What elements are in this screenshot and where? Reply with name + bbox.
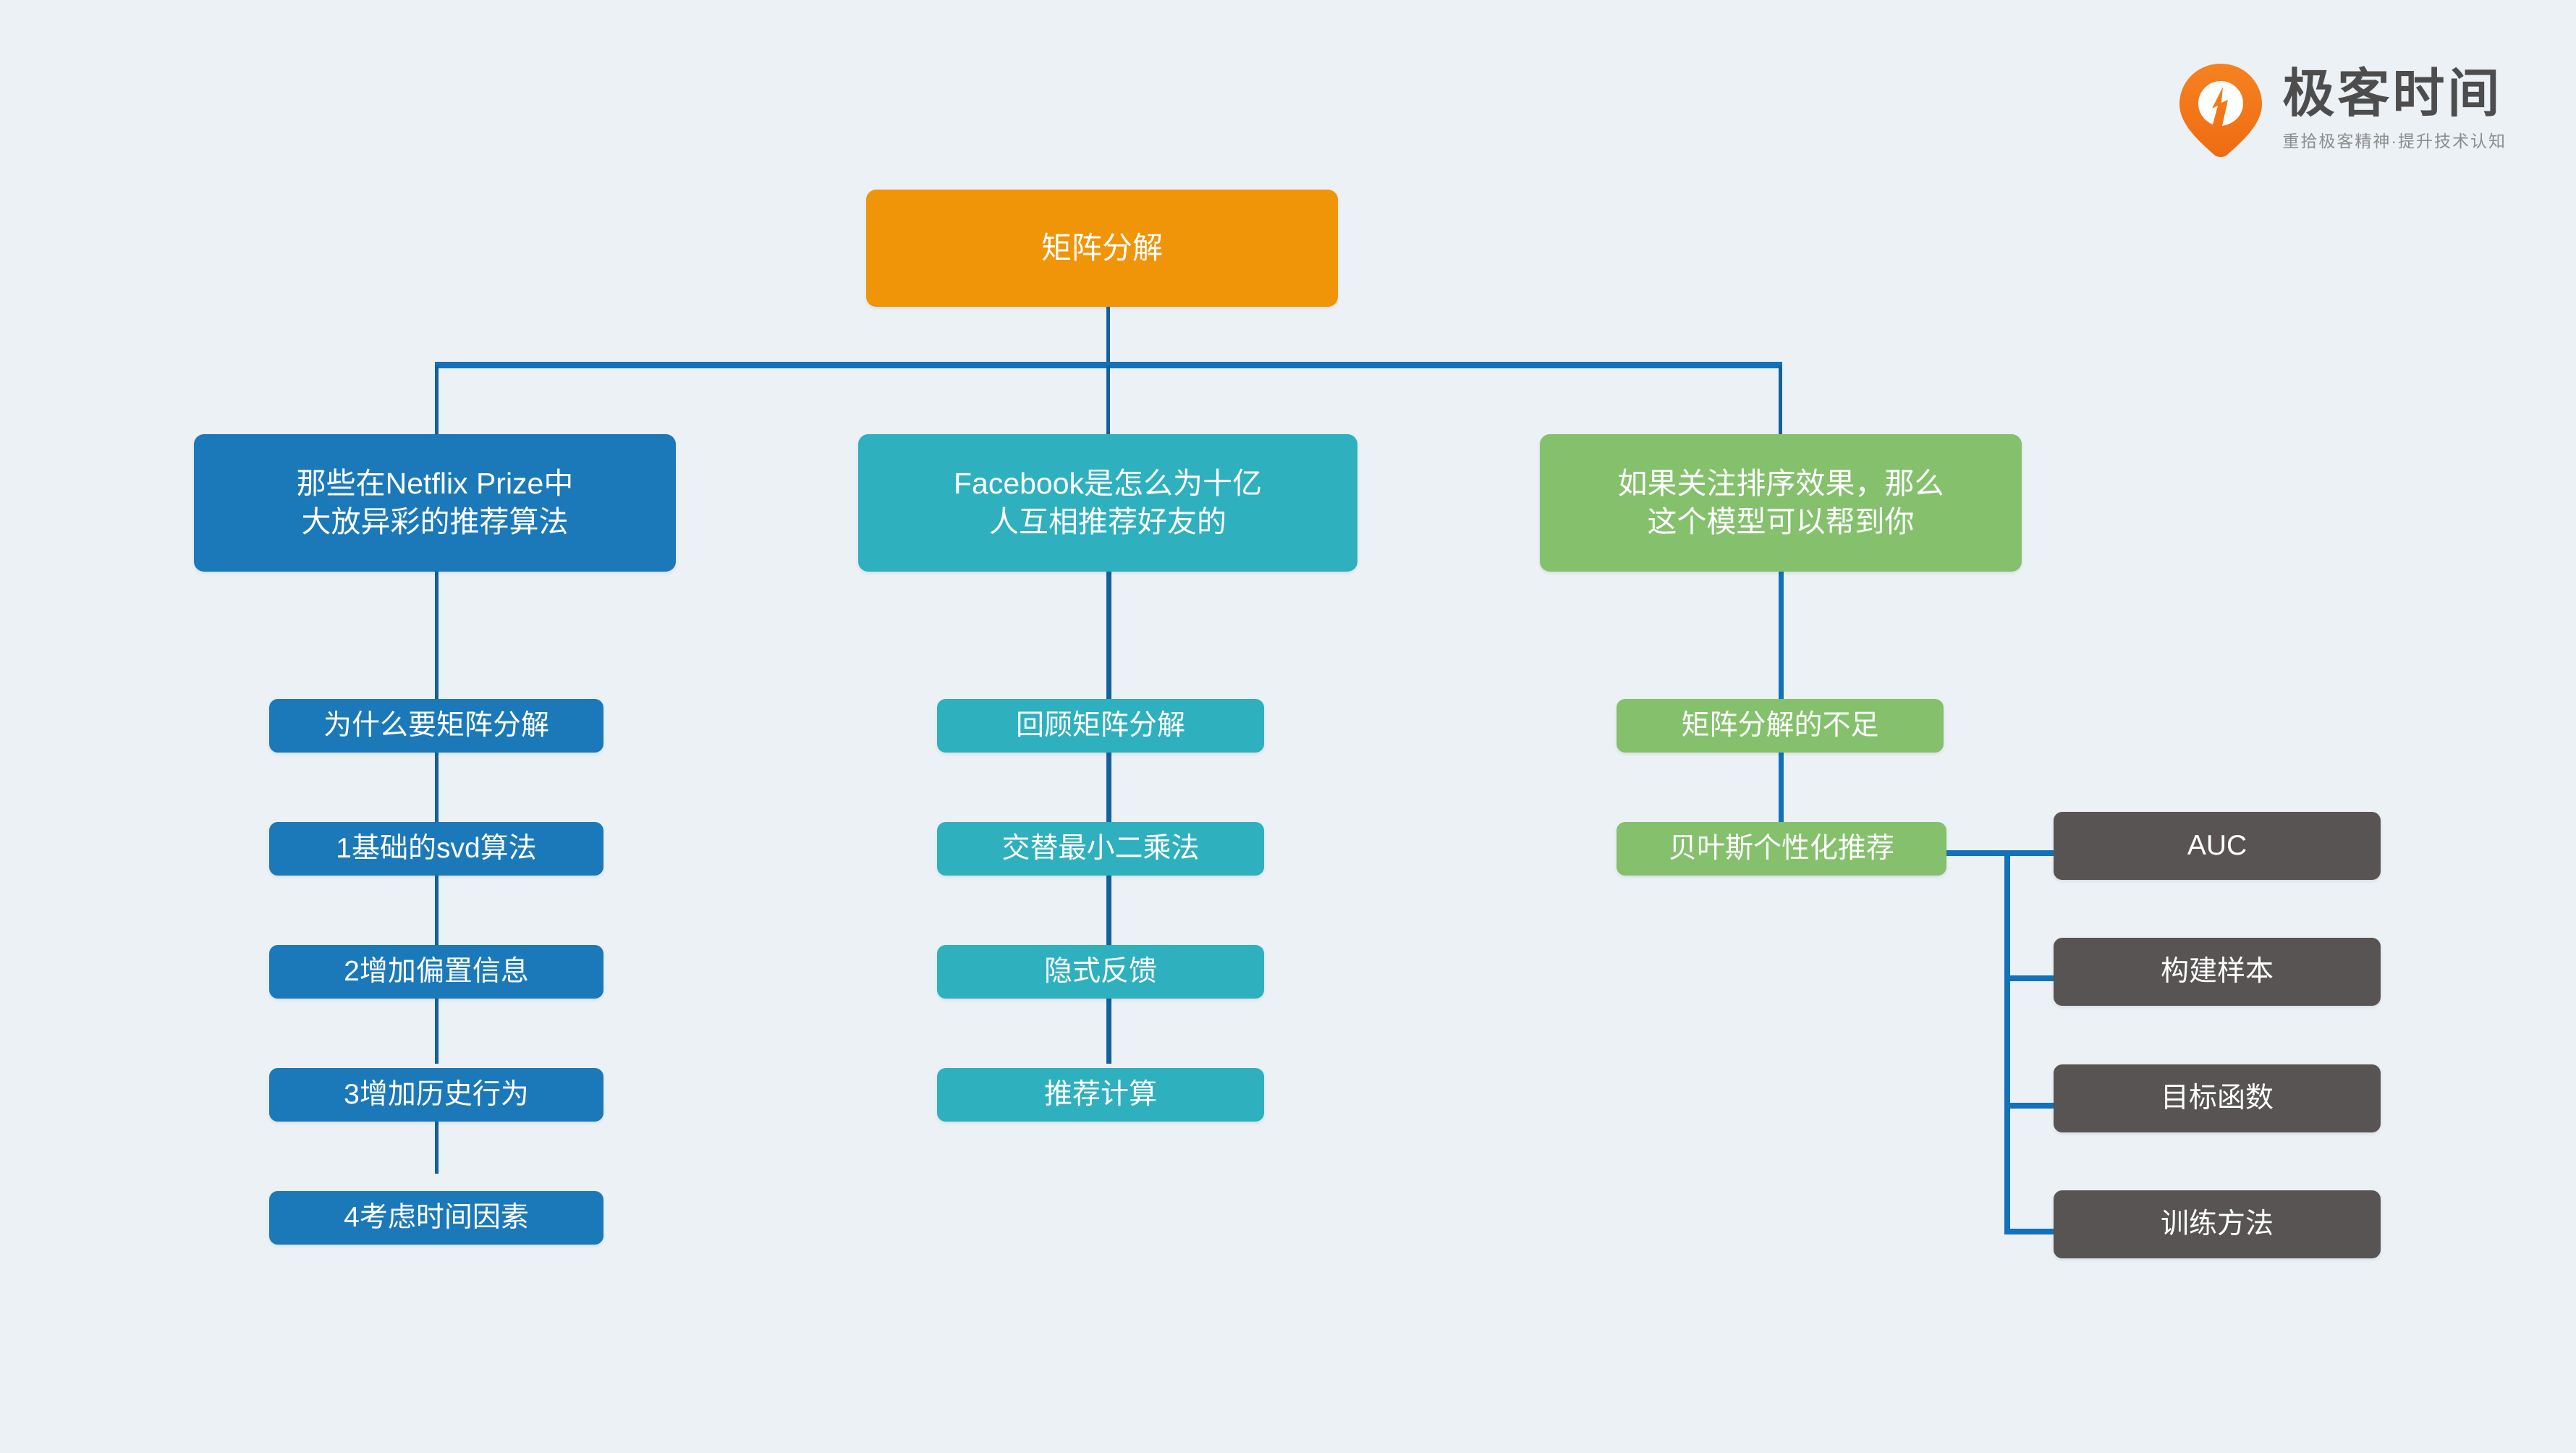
node-branch-facebook-line2: 人互相推荐好友的 (989, 505, 1226, 538)
node-label: 训练方法 (2160, 1208, 2274, 1240)
connector-gray-stub-4 (2004, 1229, 2054, 1234)
brand-logo: 极客时间 重拾极客精神·提升技术认知 (2178, 62, 2507, 158)
node-add-bias[interactable]: 2增加偏置信息 (269, 945, 603, 999)
node-branch-ranking-line1: 如果关注排序效果，那么 (1617, 466, 1944, 500)
node-objective-function[interactable]: 目标函数 (2054, 1064, 2381, 1132)
connector-bus-drop-1 (435, 365, 438, 439)
node-branch-ranking-line2: 这个模型可以帮到你 (1647, 505, 1915, 538)
connector-bus-drop-2 (1106, 365, 1110, 439)
geektime-flame-pin-icon (2178, 62, 2263, 158)
node-label: 构建样本 (2160, 955, 2274, 987)
connector-left-gap-2 (435, 860, 438, 955)
node-build-samples[interactable]: 构建样本 (2054, 938, 2381, 1006)
node-label: 3增加历史行为 (344, 1078, 529, 1110)
connector-left-spine (435, 570, 438, 700)
node-label: 2增加偏置信息 (344, 955, 529, 987)
node-label: 推荐计算 (1043, 1078, 1157, 1110)
node-label: 隐式反馈 (1043, 955, 1157, 987)
brand-logo-text: 极客时间 重拾极客精神·提升技术认知 (2282, 68, 2507, 152)
connector-right-spine (1779, 570, 1784, 700)
node-branch-ranking[interactable]: 如果关注排序效果，那么 这个模型可以帮到你 (1540, 434, 2022, 572)
connector-bus-drop-3 (1779, 365, 1782, 439)
node-label: 1基础的svd算法 (336, 832, 537, 864)
connector-root-stem (1106, 307, 1110, 368)
node-implicit-feedback[interactable]: 隐式反馈 (937, 945, 1264, 999)
connector-gray-stub-1 (2004, 850, 2054, 856)
connector-branch-bus (435, 362, 1782, 368)
brand-name: 极客时间 (2282, 65, 2503, 123)
node-review-matrix-factorization[interactable]: 回顾矩阵分解 (937, 699, 1264, 753)
node-root-label: 矩阵分解 (1041, 230, 1163, 265)
connector-gray-trunk (2004, 853, 2010, 1233)
node-recommendation-compute[interactable]: 推荐计算 (937, 1068, 1264, 1122)
connector-left-gap-5 (435, 1077, 438, 1174)
node-label: 回顾矩阵分解 (1015, 709, 1185, 741)
node-label: 为什么要矩阵分解 (323, 709, 549, 741)
node-root[interactable]: 矩阵分解 (866, 190, 1338, 307)
node-auc[interactable]: AUC (2054, 812, 2381, 880)
connector-mid-spine (1106, 570, 1111, 700)
node-branch-netflix-line1: 那些在Netflix Prize中 (296, 466, 574, 500)
node-als[interactable]: 交替最小二乘法 (937, 822, 1264, 876)
connector-mid-gap-1 (1106, 751, 1111, 850)
connector-bpr-out (1946, 850, 2010, 856)
connector-gray-stub-3 (2004, 1103, 2054, 1109)
node-label: AUC (2187, 829, 2247, 861)
node-time-factor[interactable]: 4考虑时间因素 (269, 1191, 603, 1245)
node-why-matrix-factorization[interactable]: 为什么要矩阵分解 (269, 699, 603, 753)
node-label: 交替最小二乘法 (1001, 832, 1200, 864)
node-bpr[interactable]: 贝叶斯个性化推荐 (1617, 822, 1946, 876)
connector-mid-gap-2 (1106, 860, 1111, 955)
node-branch-netflix[interactable]: 那些在Netflix Prize中 大放异彩的推荐算法 (194, 434, 676, 572)
connector-right-gap-1 (1779, 751, 1784, 850)
node-branch-netflix-line2: 大放异彩的推荐算法 (301, 505, 569, 538)
node-add-history[interactable]: 3增加历史行为 (269, 1068, 603, 1122)
node-label: 4考虑时间因素 (344, 1201, 529, 1233)
node-branch-facebook-line1: Facebook是怎么为十亿 (953, 466, 1263, 500)
node-training-method[interactable]: 训练方法 (2054, 1190, 2381, 1258)
node-mf-limitations[interactable]: 矩阵分解的不足 (1617, 699, 1944, 753)
node-label: 目标函数 (2160, 1082, 2274, 1114)
node-label: 矩阵分解的不足 (1681, 709, 1879, 741)
brand-tagline: 重拾极客精神·提升技术认知 (2282, 132, 2507, 151)
node-branch-facebook[interactable]: Facebook是怎么为十亿 人互相推荐好友的 (858, 434, 1357, 572)
connector-gray-stub-2 (2004, 975, 2054, 981)
node-label: 贝叶斯个性化推荐 (1668, 832, 1894, 864)
connector-left-gap-4 (435, 968, 438, 1064)
connector-left-gap-1 (435, 751, 438, 850)
connector-mid-gap-3 (1106, 968, 1111, 1064)
node-basic-svd[interactable]: 1基础的svd算法 (269, 822, 603, 876)
